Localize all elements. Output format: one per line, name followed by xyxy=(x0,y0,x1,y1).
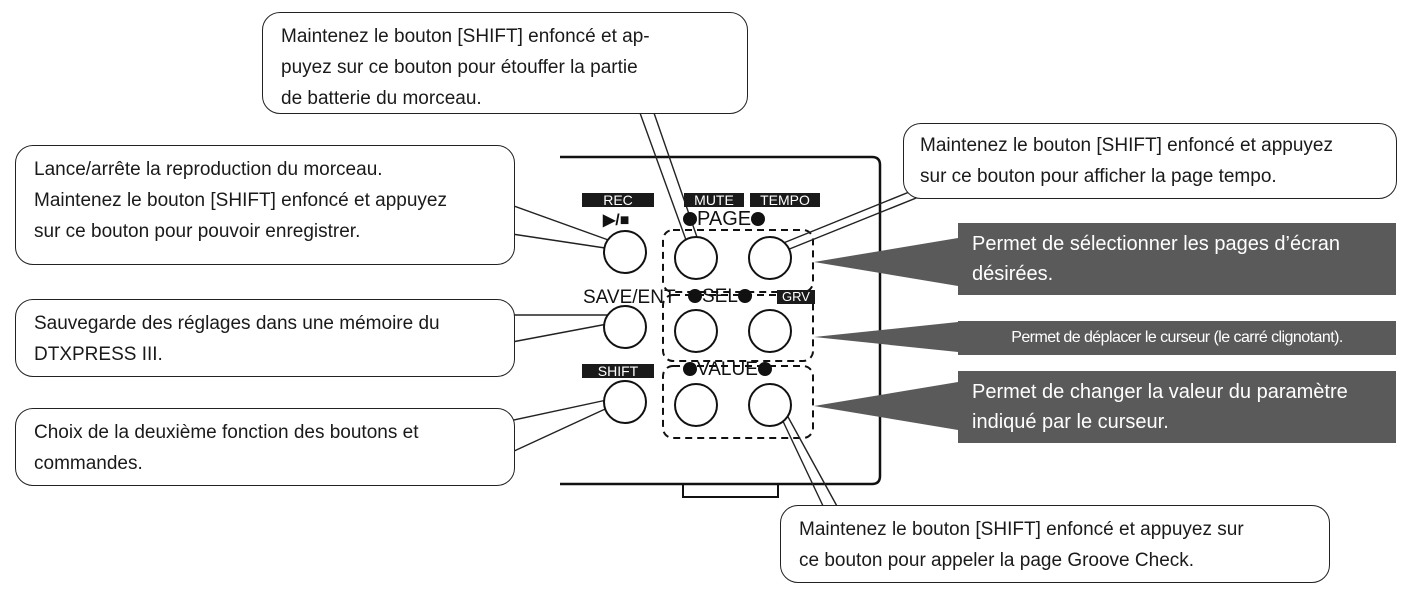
page-up-mute-button[interactable] xyxy=(674,236,718,280)
play-stop-button[interactable] xyxy=(603,230,647,274)
page-dark-callout: Permet de sélectionner les pages d’écran… xyxy=(958,223,1396,295)
panel-outline xyxy=(560,155,882,486)
play-stop-symbol: ▶/■ xyxy=(603,212,630,229)
value-pointer xyxy=(814,382,958,430)
page-label-group: PAGE xyxy=(683,208,766,231)
grv-label: GRV xyxy=(777,290,815,304)
sel-left-button[interactable] xyxy=(674,309,718,353)
tempo-label: TEMPO xyxy=(750,193,820,207)
value-dark-callout: Permet de changer la valeur du paramètre… xyxy=(958,371,1396,443)
value-label: VALUE xyxy=(697,359,758,380)
play-callout-line-1: Lance/arrête la reproduction du morceau. xyxy=(34,159,383,180)
value-minus-icon xyxy=(683,362,697,376)
tempo-callout: Maintenez le bouton [SHIFT] enfoncé et a… xyxy=(903,123,1397,199)
play-callout-line-2: Maintenez le bouton [SHIFT] enfoncé et a… xyxy=(34,190,447,242)
rec-label: REC xyxy=(582,193,654,207)
tempo-pointer xyxy=(775,185,925,247)
mute-label: MUTE xyxy=(684,193,744,207)
save-pointer xyxy=(511,321,619,343)
value-plus-button[interactable] xyxy=(748,383,792,427)
sel-left-icon xyxy=(688,289,702,303)
page-down-tempo-button[interactable] xyxy=(748,236,792,280)
shift-callout: Choix de la deuxième fonction des bouton… xyxy=(15,408,515,486)
page-down-icon xyxy=(751,212,766,226)
sel-right-grv-button[interactable] xyxy=(748,309,792,353)
value-plus-icon xyxy=(757,362,772,376)
page-label: PAGE xyxy=(697,208,752,230)
value-group-outline xyxy=(662,365,814,439)
sel-label: SEL xyxy=(702,286,738,307)
sel-right-icon xyxy=(737,289,752,303)
mute-callout: Maintenez le bouton [SHIFT] enfoncé et a… xyxy=(262,12,748,114)
play-pointer xyxy=(499,200,626,247)
shift-pointer xyxy=(499,397,617,424)
sel-label-group: SEL xyxy=(688,286,752,308)
save-callout: Sauvegarde des réglages dans une mémoire… xyxy=(15,299,515,377)
page-up-icon xyxy=(683,212,697,226)
value-minus-button[interactable] xyxy=(674,383,718,427)
save-ent-button[interactable] xyxy=(603,305,647,349)
mute-pointer xyxy=(639,112,687,241)
save-ent-label: SAVE/ENT xyxy=(583,287,676,308)
groove-callout: Maintenez le bouton [SHIFT] enfoncé et a… xyxy=(780,505,1330,583)
panel-tab xyxy=(682,484,779,498)
value-label-group: VALUE xyxy=(683,359,772,381)
sel-pointer xyxy=(814,322,958,352)
shift-pointer xyxy=(511,403,617,453)
shift-button[interactable] xyxy=(603,380,647,424)
shift-label: SHIFT xyxy=(582,364,654,378)
play-callout: Lance/arrête la reproduction du morceau.… xyxy=(15,145,515,265)
sel-dark-callout: Permet de déplacer le curseur (le carré … xyxy=(958,321,1396,355)
page-pointer xyxy=(814,238,958,286)
